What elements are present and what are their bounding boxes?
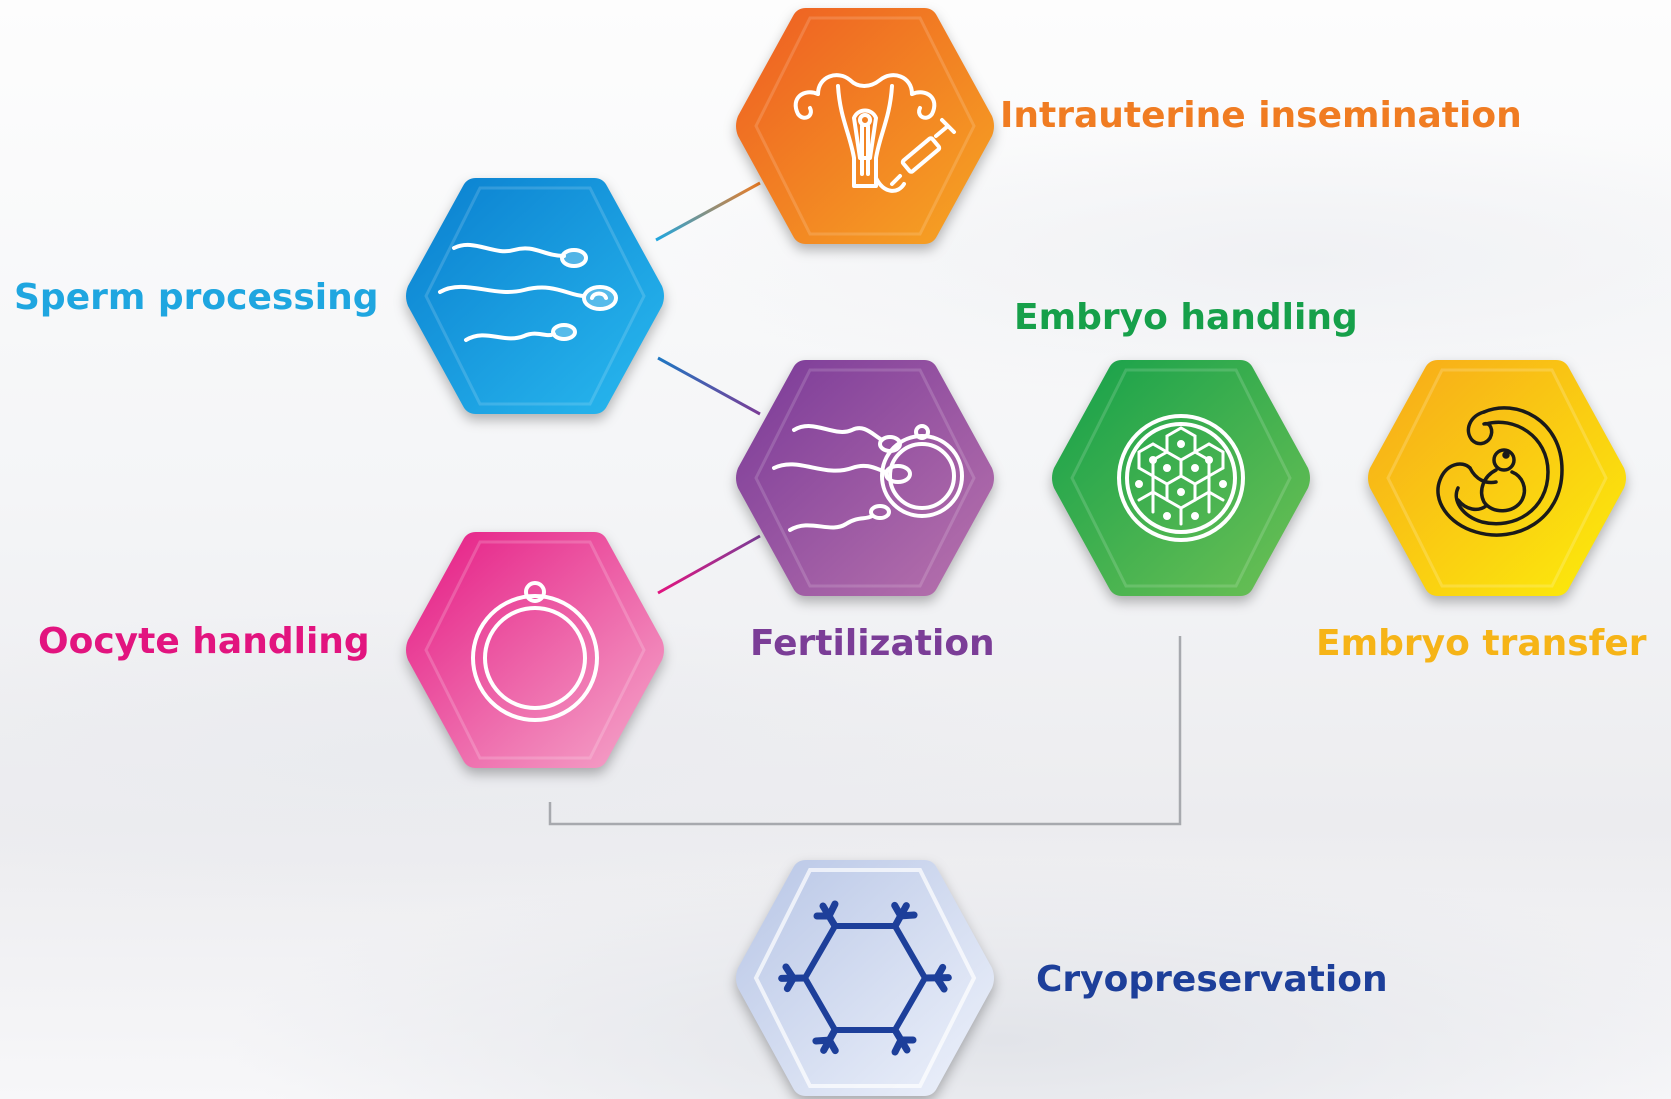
label-sperm-processing: Sperm processing — [14, 277, 379, 318]
label-fertilization: Fertilization — [750, 623, 995, 664]
connector-oocyte-to-fertilization — [657, 534, 761, 595]
snowflake-icon — [734, 860, 996, 1096]
label-embryo-handling: Embryo handling — [1014, 297, 1358, 338]
hexagon-sperm-processing — [406, 178, 664, 414]
connector-sperm-to-intrauterine — [655, 181, 761, 242]
fertilization-icon — [772, 424, 964, 532]
label-intrauterine: Intrauterine insemination — [1000, 95, 1522, 136]
label-oocyte-handling: Oocyte handling — [38, 621, 370, 662]
node-fertilization — [734, 360, 996, 596]
node-intrauterine — [734, 8, 996, 244]
label-cryopreservation: Cryopreservation — [1036, 959, 1388, 1000]
fetus-icon — [1436, 406, 1564, 537]
label-embryo-transfer: Embryo transfer — [1316, 623, 1647, 664]
node-cryopreservation — [734, 860, 996, 1096]
node-embryo-handling — [1050, 360, 1312, 596]
oocyte-icon — [471, 581, 599, 722]
sperm-icon — [438, 242, 618, 342]
connector-cryo-bracket — [548, 636, 1182, 826]
uterus-syringe-icon — [793, 73, 956, 193]
node-sperm-processing — [404, 178, 666, 414]
hexagon-embryo-transfer — [1368, 360, 1626, 596]
hexagon-oocyte-handling — [406, 532, 664, 768]
hexagon-cryopreservation — [736, 860, 994, 1096]
node-embryo-transfer — [1366, 360, 1628, 596]
hexagon-fertilization — [736, 360, 994, 596]
blastocyst-icon — [1117, 414, 1245, 542]
connector-sperm-to-fertilization — [657, 356, 761, 416]
hexagon-embryo-handling — [1052, 360, 1310, 596]
node-oocyte-handling — [404, 532, 666, 768]
